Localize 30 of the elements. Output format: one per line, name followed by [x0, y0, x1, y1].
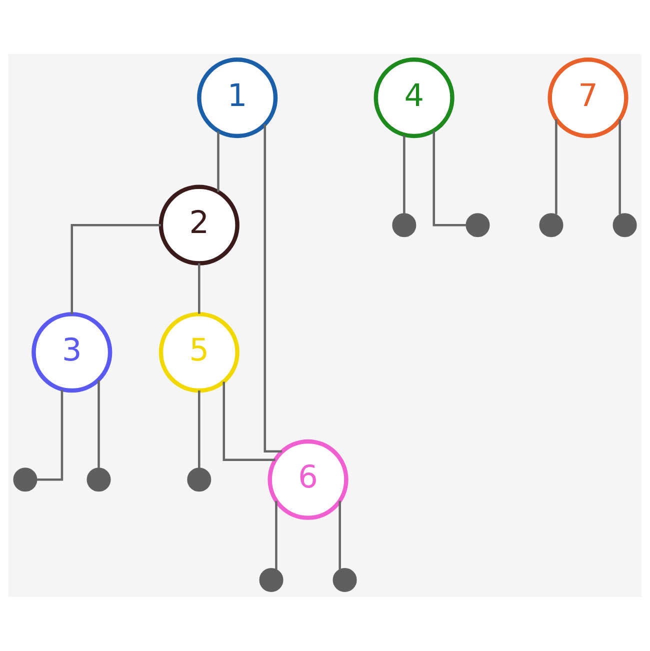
node-circle: 2	[158, 184, 240, 266]
connector	[432, 130, 466, 226]
node-circle: 3	[32, 312, 112, 393]
node-circle	[86, 468, 111, 492]
node-circle	[466, 213, 490, 238]
connector	[555, 119, 558, 214]
connector	[198, 263, 200, 314]
node-circle	[187, 468, 212, 492]
connector	[217, 131, 220, 192]
connector	[275, 500, 278, 570]
node-circle	[612, 213, 637, 238]
node-circle: 5	[158, 312, 240, 393]
node-circle	[13, 468, 38, 492]
connector	[36, 390, 64, 481]
connector	[198, 390, 200, 468]
connector	[264, 124, 282, 452]
connector	[338, 500, 341, 570]
connector	[618, 119, 621, 214]
node-circle	[332, 568, 357, 592]
node-circle: 1	[197, 58, 278, 138]
connector	[222, 382, 276, 461]
node-circle: 7	[548, 58, 628, 138]
connector	[403, 135, 406, 214]
node-circle: 6	[268, 439, 348, 520]
node-circle	[392, 213, 416, 238]
connector	[70, 224, 161, 314]
node-circle	[259, 568, 284, 592]
connector	[98, 380, 100, 468]
node-circle: 4	[374, 58, 454, 138]
node-circle	[539, 213, 564, 238]
